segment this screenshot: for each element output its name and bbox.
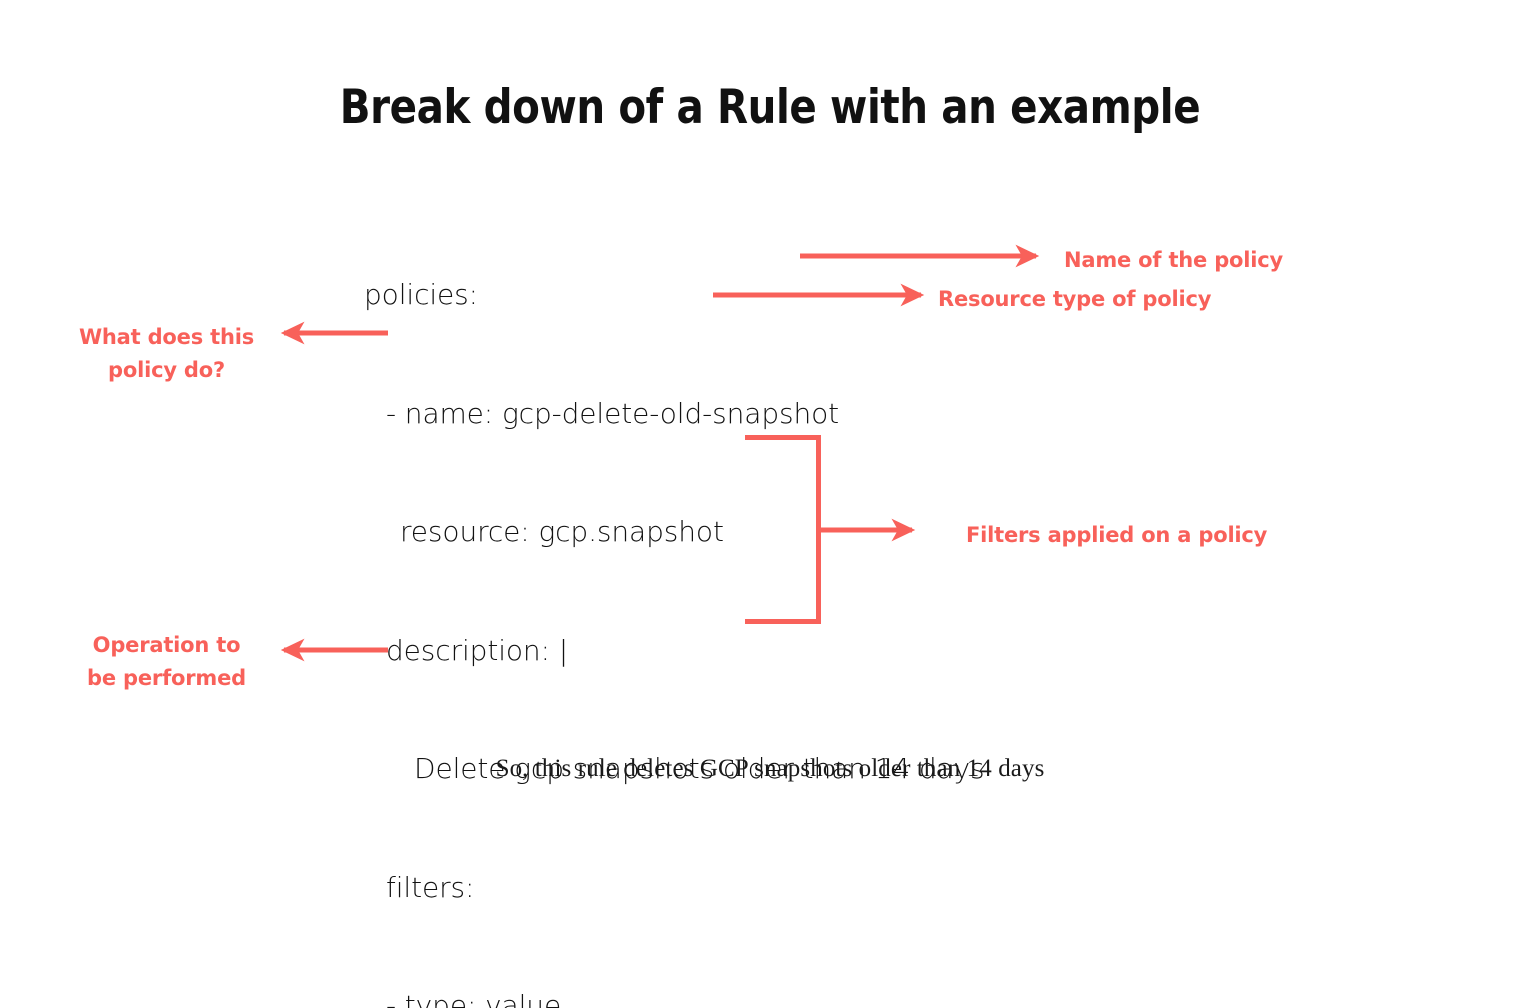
- yaml-line-filter-type: - type: value: [386, 989, 562, 1008]
- yaml-line-policies: policies:: [364, 278, 478, 311]
- annotation-resource-type: Resource type of policy: [938, 287, 1212, 311]
- yaml-line-description-text: Delete gcp snapshots older than 14 days: [414, 752, 985, 785]
- yaml-line-filters: filters:: [386, 870, 475, 904]
- annotation-name-of-policy: Name of the policy: [1064, 248, 1283, 272]
- page-title: Break down of a Rule with an example: [339, 80, 1201, 135]
- yaml-policy-block: policies: - name: gcp-delete-old-snapsho…: [364, 196, 985, 1008]
- yaml-line-resource: resource: gcp.snapshot: [400, 515, 724, 548]
- yaml-line-name: - name: gcp-delete-old-snapshot: [386, 396, 840, 430]
- yaml-line-description: description: |: [386, 633, 569, 667]
- summary-caption: So, this rule deletes GCP snapshots olde…: [495, 755, 1045, 782]
- annotation-filters-applied: Filters applied on a policy: [966, 523, 1268, 547]
- annotation-what-does-policy-do: What does this policy do?: [78, 325, 255, 382]
- annotation-operation-to-be-performed: Operation to be performed: [87, 633, 246, 690]
